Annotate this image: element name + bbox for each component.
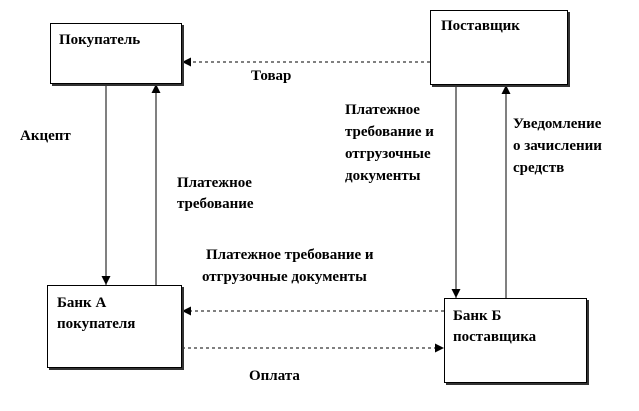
payment-request-label-line1: Платежное [177,175,252,191]
bank-a-label-line1: Банк А [57,295,107,311]
payment-label: Оплата [249,368,300,384]
request-and-docs-across-line1: Платежное требование и [206,247,374,263]
request-and-docs-down-line3: отгрузочные [345,146,431,162]
request-and-docs-down-line4: документы [345,168,421,184]
goods-label: Товар [251,68,292,84]
bank-a-label-line2: покупателя [57,316,136,332]
buyer-box: Покупатель [50,23,182,84]
credit-notice-line1: Уведомление [513,116,602,132]
buyer-label: Покупатель [59,32,141,48]
bank-a-box: Банк А покупателя [47,285,182,368]
request-and-docs-down-line1: Платежное [345,102,420,118]
bank-b-label-line2: поставщика [453,329,537,345]
supplier-box: Поставщик [430,10,568,85]
acceptance-label: Акцепт [20,128,71,144]
supplier-label: Поставщик [441,18,520,34]
credit-notice-line2: о зачислении [513,138,602,154]
request-and-docs-across-line2: отгрузочные документы [202,269,367,285]
payment-request-label-line2: требование [177,196,254,212]
bank-b-label-line1: Банк Б [453,308,502,324]
bank-b-box: Банк Б поставщика [444,298,587,383]
credit-notice-line3: средств [513,160,565,176]
request-and-docs-down-line2: требование и [345,124,434,140]
